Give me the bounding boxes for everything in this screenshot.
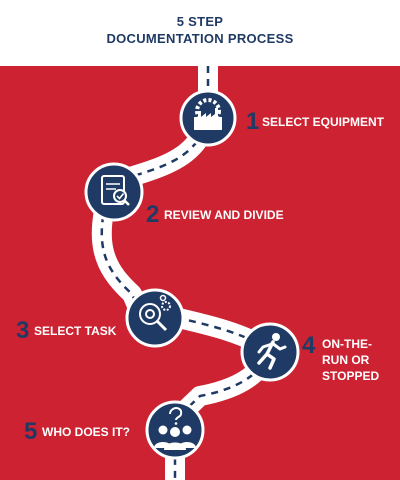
step-5-circle (145, 400, 205, 460)
step-1-label: SELECT EQUIPMENT (262, 115, 385, 129)
step-1-number: 1 (246, 108, 260, 135)
step-3-label: SELECT TASK (34, 324, 117, 338)
step-5-number: 5 (24, 418, 38, 445)
header: 5 STEP DOCUMENTATION PROCESS (0, 0, 400, 66)
step-1-circle (179, 89, 237, 147)
step-4-label-line-3: STOPPED (322, 369, 380, 383)
title-line-1: 5 STEP (176, 14, 224, 29)
step-3-number: 3 (16, 317, 30, 344)
step-4-label-line-2: RUN OR (322, 353, 370, 367)
document-magnifier-icon (101, 175, 130, 206)
step-2-number: 2 (146, 201, 160, 228)
step-4-number: 4 (302, 332, 316, 359)
step-4-label: ON-THE- RUN OR STOPPED (322, 336, 392, 384)
step-2-label: REVIEW AND DIVIDE (164, 208, 284, 222)
step-5-label: WHO DOES IT? (42, 425, 130, 439)
step-4-label-line-1: ON-THE- (322, 337, 372, 351)
running-person-icon (257, 333, 287, 370)
step-3-circle (125, 288, 185, 348)
factory-gear-icon (194, 98, 222, 130)
gear-magnifier-icon (139, 294, 171, 332)
step-4-circle (240, 322, 300, 382)
people-question-icon (154, 406, 196, 450)
step-2-circle (84, 162, 144, 222)
title-line-2: DOCUMENTATION PROCESS (106, 31, 294, 46)
